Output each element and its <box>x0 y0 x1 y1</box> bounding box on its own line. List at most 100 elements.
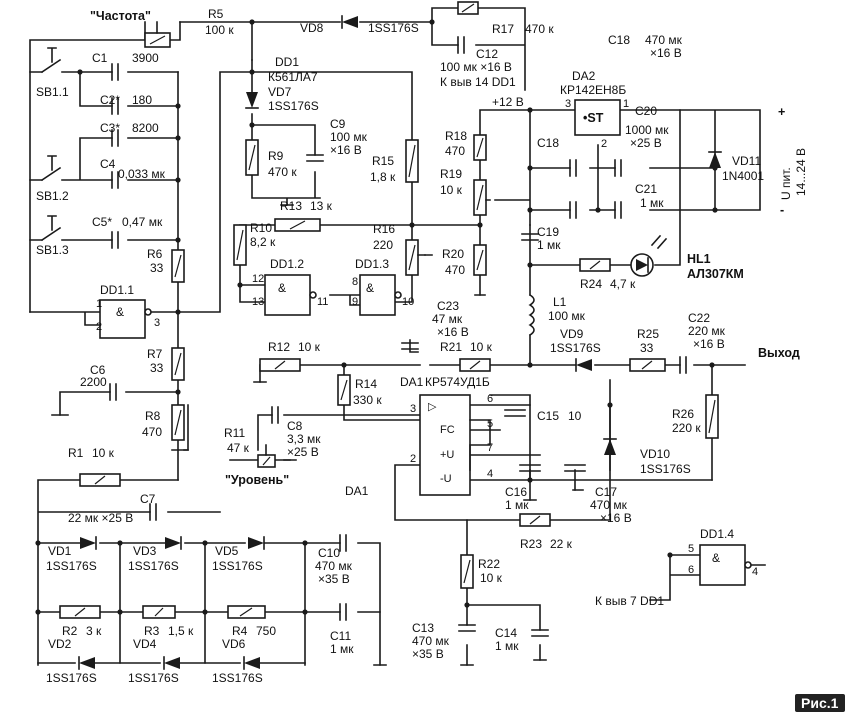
label-r8: R8 <box>145 409 161 423</box>
label-r15-value: 1,8 к <box>370 170 396 184</box>
label-sb12: SB1.2 <box>36 189 69 203</box>
gate-and-symbol-dd13: & <box>366 281 374 295</box>
label-vd7: VD7 <box>268 85 292 99</box>
label-supply-range: 14...24 В <box>794 148 808 196</box>
label-c20: C20 <box>635 104 657 118</box>
label-vd5-type: 1SS176S <box>212 559 263 573</box>
label-r5-value: 100 к <box>205 23 234 37</box>
pin-da1-7: 7 <box>487 442 493 454</box>
label-vd6-type: 1SS176S <box>212 671 263 685</box>
label-supply-plus: + <box>778 105 785 119</box>
label-r23: R23 <box>520 537 542 551</box>
label-da1-type: КР574УД1Б <box>425 375 490 389</box>
label-c18a-value2: ×16 В <box>650 46 682 60</box>
label-c5: C5* <box>92 215 112 229</box>
pin-da1-mu: -U <box>440 473 452 485</box>
label-c11-value: 1 мк <box>330 642 354 656</box>
label-c20-value2: ×25 В <box>630 136 662 150</box>
label-r19: R19 <box>440 167 462 181</box>
label-c9: C9 <box>330 117 346 131</box>
label-vd5: VD5 <box>215 544 239 558</box>
label-r26: R26 <box>672 407 694 421</box>
label-vd1: VD1 <box>48 544 72 558</box>
label-vd11-type: 1N4001 <box>722 169 764 183</box>
label-c6-value: 2200 <box>80 375 107 389</box>
label-c1: C1 <box>92 51 108 65</box>
label-c10-value1: 470 мк <box>315 559 353 573</box>
label-r16: R16 <box>373 222 395 236</box>
label-c14: C14 <box>495 626 517 640</box>
pin-dd11-2: 2 <box>96 321 102 333</box>
label-r7: R7 <box>147 347 163 361</box>
label-c22-value1: 220 мк <box>688 324 726 338</box>
label-r18: R18 <box>445 129 467 143</box>
label-c18a: C18 <box>608 33 630 47</box>
label-r19-value: 10 к <box>440 183 463 197</box>
label-da2-st: •ST <box>583 111 604 125</box>
label-r7-value: 33 <box>150 361 164 375</box>
label-c6: C6 <box>90 363 106 377</box>
label-dd1: DD1 <box>275 55 299 69</box>
label-c7-value: 22 мк ×25 В <box>68 511 133 525</box>
label-level: "Уровень" <box>225 473 289 487</box>
label-r17: R17 <box>492 22 514 36</box>
label-vd1-type: 1SS176S <box>46 559 97 573</box>
label-r14-value: 330 к <box>353 393 382 407</box>
pin-dd14-5: 5 <box>688 543 694 555</box>
label-c15-value: 10 <box>568 409 582 423</box>
label-r5: R5 <box>208 7 224 21</box>
label-c2: C2* <box>100 93 120 107</box>
label-r1-value: 10 к <box>92 446 115 460</box>
pin-dd14-4: 4 <box>752 566 758 578</box>
label-dd14: DD1.4 <box>700 527 734 541</box>
label-vd7-type: 1SS176S <box>268 99 319 113</box>
pin-dd12-13: 13 <box>252 296 264 308</box>
pin-dd13-10: 10 <box>402 296 414 308</box>
pin-da1-6: 6 <box>487 393 493 405</box>
label-r14: R14 <box>355 377 377 391</box>
label-frequency: "Частота" <box>90 9 151 23</box>
label-c8-value1: 3,3 мк <box>287 432 321 446</box>
label-c17: C17 <box>595 485 617 499</box>
label-r12-value: 10 к <box>298 340 321 354</box>
label-c18b: C18 <box>537 136 559 150</box>
gate-and-symbol-dd11: & <box>116 305 124 319</box>
pin-da1-pu: +U <box>440 449 454 461</box>
label-r15: R15 <box>372 154 394 168</box>
label-r21: R21 <box>440 340 462 354</box>
label-vd10: VD10 <box>640 447 670 461</box>
label-c10-value2: ×35 В <box>318 572 350 586</box>
label-c9-value2: ×16 В <box>330 143 362 157</box>
label-vd10-type: 1SS176S <box>640 462 691 476</box>
label-c4: C4 <box>100 157 116 171</box>
label-c3: C3* <box>100 121 120 135</box>
label-pin7-ref: К выв 7 DD1 <box>595 594 664 608</box>
label-supply-upit: U пит. <box>779 167 793 200</box>
label-r20: R20 <box>442 247 464 261</box>
label-dd13: DD1.3 <box>355 257 389 271</box>
ground-symbols <box>51 204 584 666</box>
label-r9: R9 <box>268 149 284 163</box>
label-vd11: VD11 <box>732 154 761 168</box>
label-c10: C10 <box>318 546 340 560</box>
label-c5-value: 0,47 мк <box>122 215 163 229</box>
opamp-triangle: ▷ <box>428 401 437 413</box>
label-c1-value: 3900 <box>132 51 159 65</box>
pin-dd14-6: 6 <box>688 564 694 576</box>
pin-dd13-9: 9 <box>352 296 358 308</box>
label-l1: L1 <box>553 295 567 309</box>
pin-da2-3: 3 <box>565 98 571 110</box>
label-c8: C8 <box>287 419 303 433</box>
pin-da1-4: 4 <box>487 468 493 480</box>
label-r2: R2 <box>62 624 78 638</box>
label-vd2: VD2 <box>48 637 72 651</box>
label-r23-value: 22 к <box>550 537 573 551</box>
label-pin14-ref: К выв 14 DD1 <box>440 75 516 89</box>
label-c2-value: 180 <box>132 93 152 107</box>
label-c22: C22 <box>688 311 710 325</box>
label-r11: R11 <box>224 426 245 440</box>
label-c23-value1: 47 мк <box>432 312 463 326</box>
label-r13: R13 <box>280 199 302 213</box>
label-r26-value: 220 к <box>672 421 701 435</box>
